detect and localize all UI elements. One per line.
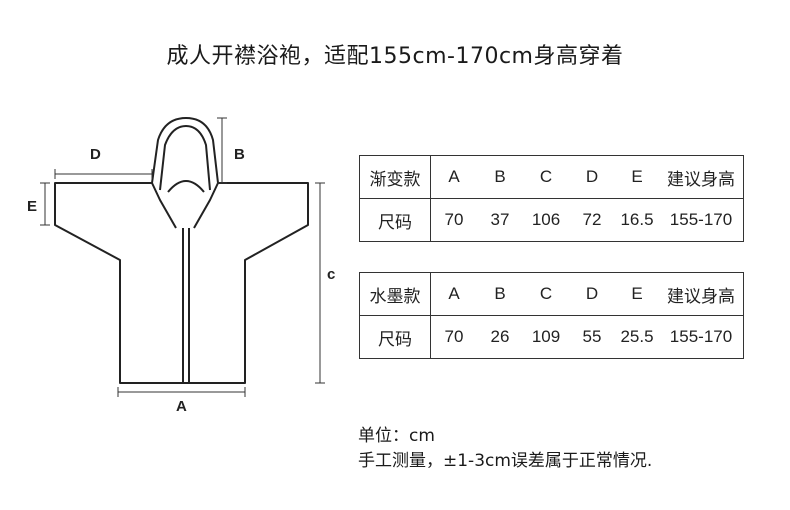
unit-note: 单位：cm [358, 426, 435, 446]
table-cell: E [615, 155, 659, 199]
size-table-gradient: 渐变款 A B C D E 建议身高 尺码 70 37 106 72 16.5 … [359, 155, 744, 242]
shoulder-left [151, 182, 177, 229]
table-cell: 建议身高 [659, 272, 744, 316]
table-cell: 70 [430, 198, 477, 242]
table-cell: 尺码 [359, 198, 431, 242]
table-cell: 70 [430, 315, 477, 359]
table-cell: 55 [569, 315, 615, 359]
table-cell: 155-170 [659, 198, 744, 242]
size-table-ink: 水墨款 A B C D E 建议身高 尺码 70 26 109 55 25.5 … [359, 272, 744, 359]
table-cell: 25.5 [615, 315, 659, 359]
table-cell: 109 [523, 315, 569, 359]
page-title: 成人开襟浴袍，适配155cm-170cm身高穿着 [166, 44, 624, 69]
table-cell: A [430, 272, 477, 316]
table-cell: D [569, 155, 615, 199]
hood-inner-left [159, 125, 211, 191]
table-row: 尺码 70 26 109 55 25.5 155-170 [359, 315, 744, 359]
dim-label-c: c [327, 266, 336, 283]
table-cell: B [477, 155, 523, 199]
hood-outline [151, 117, 219, 184]
table-row: 水墨款 A B C D E 建议身高 [359, 272, 744, 316]
hood-opening [167, 180, 205, 193]
table-cell: 155-170 [659, 315, 744, 359]
table-cell: 渐变款 [359, 155, 431, 199]
table-row: 尺码 70 37 106 72 16.5 155-170 [359, 198, 744, 242]
shoulder-right [193, 182, 219, 229]
robe-outline [54, 182, 309, 384]
table-cell: A [430, 155, 477, 199]
table-cell: 106 [523, 198, 569, 242]
robe-diagram [40, 117, 325, 397]
table-cell: 尺码 [359, 315, 431, 359]
dim-label-b: B [234, 146, 245, 163]
table-cell: B [477, 272, 523, 316]
dim-label-a: A [176, 398, 187, 415]
table-cell: 16.5 [615, 198, 659, 242]
table-cell: 26 [477, 315, 523, 359]
table-cell: C [523, 155, 569, 199]
table-row: 渐变款 A B C D E 建议身高 [359, 155, 744, 199]
measurement-disclaimer: 手工测量，±1-3cm误差属于正常情况. [358, 451, 653, 471]
table-cell: D [569, 272, 615, 316]
dim-label-d: D [90, 146, 101, 163]
dim-label-e: E [27, 198, 38, 215]
table-cell: E [615, 272, 659, 316]
table-cell: 72 [569, 198, 615, 242]
table-cell: 37 [477, 198, 523, 242]
table-cell: C [523, 272, 569, 316]
table-cell: 建议身高 [659, 155, 744, 199]
table-cell: 水墨款 [359, 272, 431, 316]
